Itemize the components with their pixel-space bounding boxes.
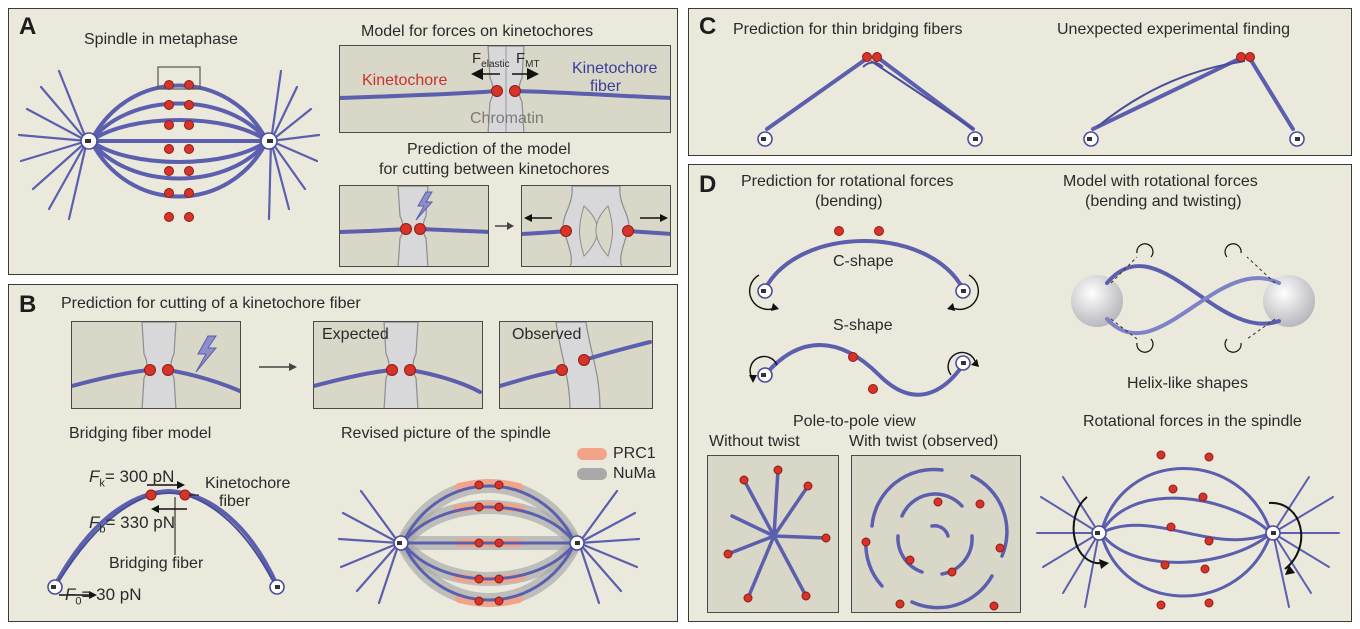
cut-kfiber-title: Prediction for cutting of a kinetochore … <box>61 295 361 312</box>
with-twist-box <box>851 455 1021 613</box>
f-mt-label: FMT <box>516 50 540 70</box>
legend-swatch-prc1 <box>577 448 607 460</box>
s-shape-diagram <box>749 343 979 397</box>
rot-title-2: (bending) <box>815 193 883 210</box>
pole-view-title: Pole-to-pole view <box>793 413 916 430</box>
spindle-pole-right <box>260 132 278 150</box>
helix-label: Helix-like shapes <box>1127 375 1248 392</box>
revised-title: Revised picture of the spindle <box>341 425 551 442</box>
rotational-spindle-diagram <box>1036 450 1340 610</box>
f-elastic-label: Felastic <box>472 50 510 70</box>
cut-kfiber-before <box>71 321 241 409</box>
s-shape-label: S-shape <box>833 317 893 334</box>
without-twist-box <box>707 455 839 613</box>
arrow-icon <box>495 222 514 230</box>
arrow-icon <box>259 363 297 371</box>
zoom-box <box>157 66 201 90</box>
bridging-fiber-label: Bridging fiber <box>109 555 204 572</box>
unexpected-fiber-diagram <box>1083 52 1305 147</box>
revised-spindle-diagram <box>337 479 641 607</box>
legend-prc1: PRC1 <box>577 445 656 463</box>
observed-box: Observed <box>499 321 653 409</box>
bridging-fiber-diagram <box>47 481 285 599</box>
c-shape-label: C-shape <box>833 253 894 270</box>
expected-label: Expected <box>322 326 389 343</box>
f0-label: F0= 30 pN <box>65 585 142 608</box>
panel-d: D Prediction for rotational forces (bend… <box>688 164 1352 622</box>
chromatin-label: Chromatin <box>470 110 544 127</box>
helix-diagram <box>1071 243 1315 353</box>
c-shape-diagram <box>748 226 980 311</box>
with-twist-label: With twist (observed) <box>849 433 999 450</box>
fb-label: Fb= 330 pN <box>89 513 175 536</box>
expected-box: Expected <box>313 321 483 409</box>
panel-letter: B <box>19 291 37 318</box>
bridging-title: Bridging fiber model <box>69 425 212 442</box>
kfiber-label-2: fiber <box>219 493 251 510</box>
kinetochores <box>164 80 194 222</box>
cut-before-box <box>339 185 489 267</box>
panel-letter: D <box>699 171 717 198</box>
spindle-pole-left <box>80 132 98 150</box>
metaphase-spindle-diagram <box>17 66 321 222</box>
panel-b: B Prediction for cutting of a kinetochor… <box>8 284 678 622</box>
spindle-title: Spindle in metaphase <box>84 31 238 48</box>
force-model-box: Felastic FMT Kinetochore Kinetochore fib… <box>339 45 671 133</box>
model-rot-title-1: Model with rotational forces <box>1063 173 1258 190</box>
cut-after-box <box>521 185 671 267</box>
cut-title-1: Prediction of the model <box>407 141 571 158</box>
panel-c: C Prediction for thin bridging fibers Un… <box>688 8 1352 156</box>
spindle-fibers <box>89 83 269 199</box>
kfiber-label-1: Kinetochore <box>205 475 291 492</box>
kfiber-label-2: fiber <box>590 78 622 95</box>
thin-fiber-diagram <box>757 52 983 147</box>
fk-label: Fk= 300 pN <box>89 467 175 490</box>
thin-title: Prediction for thin bridging fibers <box>733 21 963 38</box>
legend-numa: NuMa <box>577 465 656 483</box>
astral-rays <box>17 69 321 221</box>
rot-spindle-title: Rotational forces in the spindle <box>1083 413 1302 430</box>
unexpected-title: Unexpected experimental finding <box>1057 21 1291 38</box>
rot-title-1: Prediction for rotational forces <box>741 173 954 190</box>
kinetochore-label: Kinetochore <box>362 72 448 89</box>
model-title: Model for forces on kinetochores <box>361 23 594 40</box>
observed-label: Observed <box>512 326 582 343</box>
legend-swatch-numa <box>577 468 607 480</box>
model-rot-title-2: (bending and twisting) <box>1085 193 1242 210</box>
kfiber-label-1: Kinetochore <box>572 60 658 77</box>
panel-a: A Spindle in metaphase Model for forces … <box>8 8 678 275</box>
panel-letter: C <box>699 13 717 40</box>
without-twist-label: Without twist <box>709 433 800 450</box>
cut-title-2: for cutting between kinetochores <box>379 161 610 178</box>
panel-letter: A <box>19 13 37 40</box>
